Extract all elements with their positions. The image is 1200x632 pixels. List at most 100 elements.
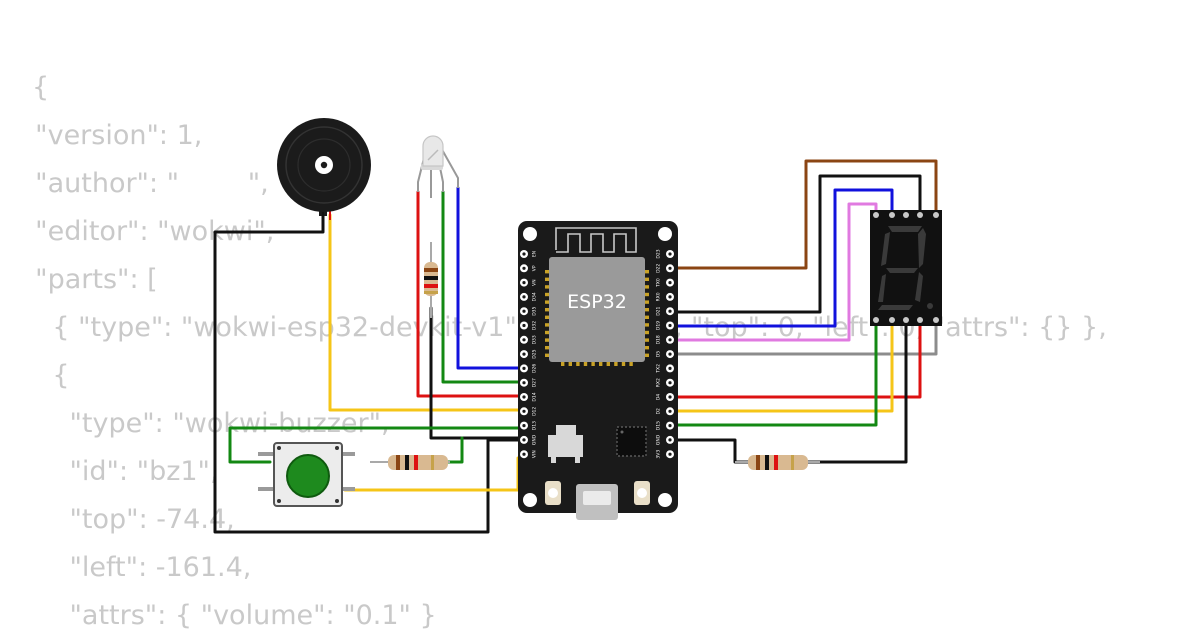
code-line: "id": "bz1", bbox=[18, 456, 219, 487]
castellation-pad bbox=[545, 292, 551, 297]
wire-buzzer-ground[interactable] bbox=[213, 210, 526, 534]
wire-seg-red[interactable] bbox=[668, 323, 922, 399]
button-cap[interactable] bbox=[286, 454, 330, 498]
pin-label-left: D13 bbox=[532, 421, 538, 430]
pin-label-right: D4 bbox=[656, 394, 662, 400]
pin-hole-center bbox=[522, 295, 526, 299]
code-line: { bbox=[18, 360, 70, 391]
boot-button[interactable] bbox=[545, 481, 561, 505]
usb-serial-chip bbox=[616, 426, 647, 457]
castellation-pad bbox=[583, 360, 588, 366]
castellation-pad bbox=[599, 360, 603, 366]
pin-label-left: D34 bbox=[532, 292, 538, 301]
wire-seg-green[interactable] bbox=[668, 323, 878, 427]
push-button[interactable] bbox=[258, 442, 355, 507]
castellation-left bbox=[545, 270, 551, 357]
wire-seg-black-bottom[interactable] bbox=[668, 438, 752, 464]
pin-label-right: TX2 bbox=[656, 364, 662, 374]
castellation-pad bbox=[545, 315, 551, 319]
right-pin-header: D23D22TX0RX0D21D19D18D5TX2RX2D4D2D15GND3… bbox=[656, 249, 674, 459]
resistor-seven-segment[interactable] bbox=[735, 455, 820, 470]
wire-led-blue[interactable] bbox=[456, 186, 526, 370]
castellation-pad bbox=[643, 338, 649, 342]
castellation-pad bbox=[545, 308, 551, 312]
wire-seg-yellow[interactable] bbox=[668, 323, 894, 413]
wire-button-resistor[interactable] bbox=[446, 436, 464, 464]
castellation-pad bbox=[545, 330, 551, 335]
wire-seg-black-top[interactable] bbox=[668, 174, 922, 314]
castellation-right bbox=[643, 270, 649, 357]
castellation-pad bbox=[643, 300, 649, 304]
pin-label-right: TX0 bbox=[656, 278, 662, 288]
wire-seg-common[interactable] bbox=[806, 323, 908, 464]
pin-label-left: D25 bbox=[532, 349, 538, 358]
pin-hole-center bbox=[522, 395, 526, 399]
pin-label-left: EN bbox=[532, 251, 538, 257]
pin-hole-center bbox=[668, 452, 672, 456]
castellation-pad bbox=[643, 270, 649, 274]
castellation-pad bbox=[591, 360, 595, 366]
pin-label-right: D18 bbox=[656, 335, 662, 344]
pin-label-left: D35 bbox=[532, 306, 538, 315]
wire-seg-blue[interactable] bbox=[668, 188, 894, 328]
pin-hole-center bbox=[668, 409, 672, 413]
pin-hole-center bbox=[668, 338, 672, 342]
castellation-pad bbox=[561, 360, 565, 366]
pin-hole-center bbox=[668, 395, 672, 399]
resistor-button[interactable] bbox=[370, 455, 450, 470]
code-line: "version": 1, bbox=[18, 120, 203, 151]
pin-label-right: D19 bbox=[656, 321, 662, 330]
pin-hole-center bbox=[522, 338, 526, 342]
code-line: { bbox=[32, 72, 50, 103]
pin-label-right: RX0 bbox=[656, 292, 662, 301]
castellation-pad bbox=[614, 360, 618, 366]
wire-seg-gray[interactable] bbox=[668, 323, 938, 356]
mounting-hole bbox=[523, 227, 537, 241]
wire-seg-violet[interactable] bbox=[668, 202, 878, 342]
pin-label-right: D22 bbox=[656, 264, 662, 273]
castellation-pad bbox=[545, 353, 551, 357]
pin-hole-center bbox=[522, 438, 526, 442]
castellation-pad bbox=[643, 277, 649, 281]
wire-led-green[interactable] bbox=[441, 190, 526, 384]
seven-segment-display[interactable] bbox=[870, 210, 942, 326]
pin-hole-center bbox=[668, 309, 672, 313]
pin-label-right: D2 bbox=[656, 408, 662, 414]
pin-hole-center bbox=[668, 424, 672, 428]
pin-hole-center bbox=[522, 409, 526, 413]
reset-button[interactable] bbox=[634, 481, 650, 505]
esp32-board[interactable]: ESP32 ENVPVND34D35D32D33D25D26D27D14D12D… bbox=[518, 221, 678, 520]
castellation-pad bbox=[545, 338, 551, 342]
wire-led-red[interactable] bbox=[416, 190, 526, 398]
castellation-pad bbox=[545, 323, 551, 327]
castellation-pad bbox=[643, 315, 649, 319]
chip-label: ESP32 bbox=[567, 291, 627, 313]
pin-hole-center bbox=[668, 366, 672, 370]
castellation-pad bbox=[545, 300, 551, 304]
pin-hole-center bbox=[522, 309, 526, 313]
segments bbox=[878, 226, 933, 310]
pin-label-left: GND bbox=[532, 434, 538, 445]
pin-label-right: GND bbox=[656, 434, 662, 445]
castellation-pad bbox=[545, 277, 551, 281]
wire-seg-brown[interactable] bbox=[668, 159, 938, 270]
resistor-led[interactable] bbox=[424, 242, 438, 318]
code-line: "left": -161.4, bbox=[18, 552, 252, 583]
castellation-pad bbox=[629, 360, 633, 366]
wire-button-d13[interactable] bbox=[228, 426, 526, 464]
castellation-pad bbox=[643, 330, 649, 335]
pin-hole-center bbox=[668, 281, 672, 285]
pin-hole-center bbox=[668, 266, 672, 270]
pin-hole-center bbox=[668, 323, 672, 328]
pin-hole-center bbox=[522, 366, 526, 370]
wire-buzzer-signal[interactable] bbox=[328, 213, 526, 412]
wire-led-common[interactable] bbox=[429, 306, 526, 440]
rgb-led[interactable] bbox=[417, 135, 459, 198]
code-line: "top": -74.4, bbox=[18, 504, 235, 535]
castellation-pad bbox=[643, 346, 649, 350]
micro-usb-port[interactable] bbox=[576, 484, 618, 520]
display-pins bbox=[873, 212, 939, 323]
buzzer[interactable] bbox=[277, 118, 371, 220]
castellation-bottom bbox=[561, 360, 633, 366]
